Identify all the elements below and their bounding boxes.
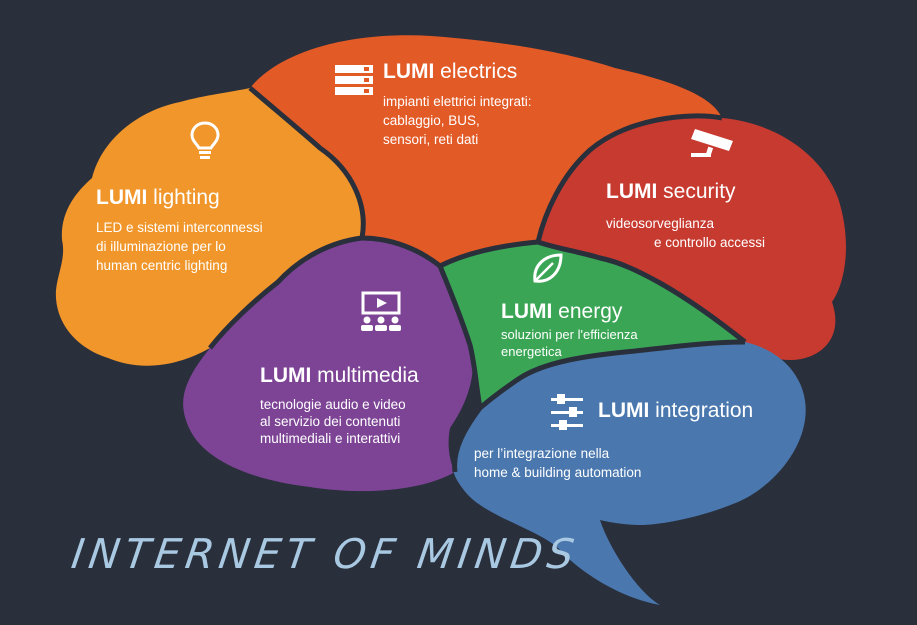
multimedia-description: tecnologie audio e video al servizio dei…: [260, 397, 406, 446]
footer-title: INTERNET OF MINDS: [68, 530, 582, 578]
multimedia-label: LUMI multimedia tecnologie audio e video…: [260, 364, 419, 447]
security-title: LUMI security: [606, 180, 736, 203]
energy-description: soluzioni per l'efficienza energetica: [501, 327, 638, 359]
security-description: videosorveglianza e controllo accessi: [606, 216, 766, 250]
lighting-description: LED e sistemi interconnessi di illuminaz…: [96, 220, 263, 273]
electrics-label: LUMI electrics impianti elettrici integr…: [383, 60, 532, 149]
segment-energy: [440, 242, 745, 408]
segment-integration: [453, 342, 806, 605]
electrics-description: impianti elettrici integrati: cablaggio,…: [383, 94, 532, 147]
leaf-icon: [533, 253, 563, 283]
server-rack-icon: [335, 65, 373, 95]
electrics-title: LUMI electrics: [383, 60, 518, 83]
energy-label: LUMI energy soluzioni per l'efficienza e…: [501, 300, 638, 360]
integration-title: LUMI integration: [598, 399, 754, 422]
segment-lighting: [55, 88, 364, 366]
presentation-audience-icon: [361, 291, 401, 331]
lobe-separators: [208, 86, 747, 473]
lighting-label: LUMI lighting LED e sistemi interconness…: [96, 186, 263, 275]
sliders-icon: [551, 394, 583, 430]
integration-description: per l’integrazione nella home & building…: [474, 446, 642, 480]
multimedia-title: LUMI multimedia: [260, 364, 419, 387]
lighting-title: LUMI lighting: [96, 186, 220, 209]
integration-label: per l’integrazione nella home & building…: [474, 444, 641, 482]
light-bulb-icon: [190, 121, 220, 159]
security-camera-icon: [691, 129, 733, 157]
security-label: LUMI security videosorveglianza e contro…: [606, 180, 765, 252]
segment-security: [538, 115, 846, 360]
energy-title: LUMI energy: [501, 300, 623, 323]
integration-title-label: LUMI integration: [598, 399, 753, 423]
